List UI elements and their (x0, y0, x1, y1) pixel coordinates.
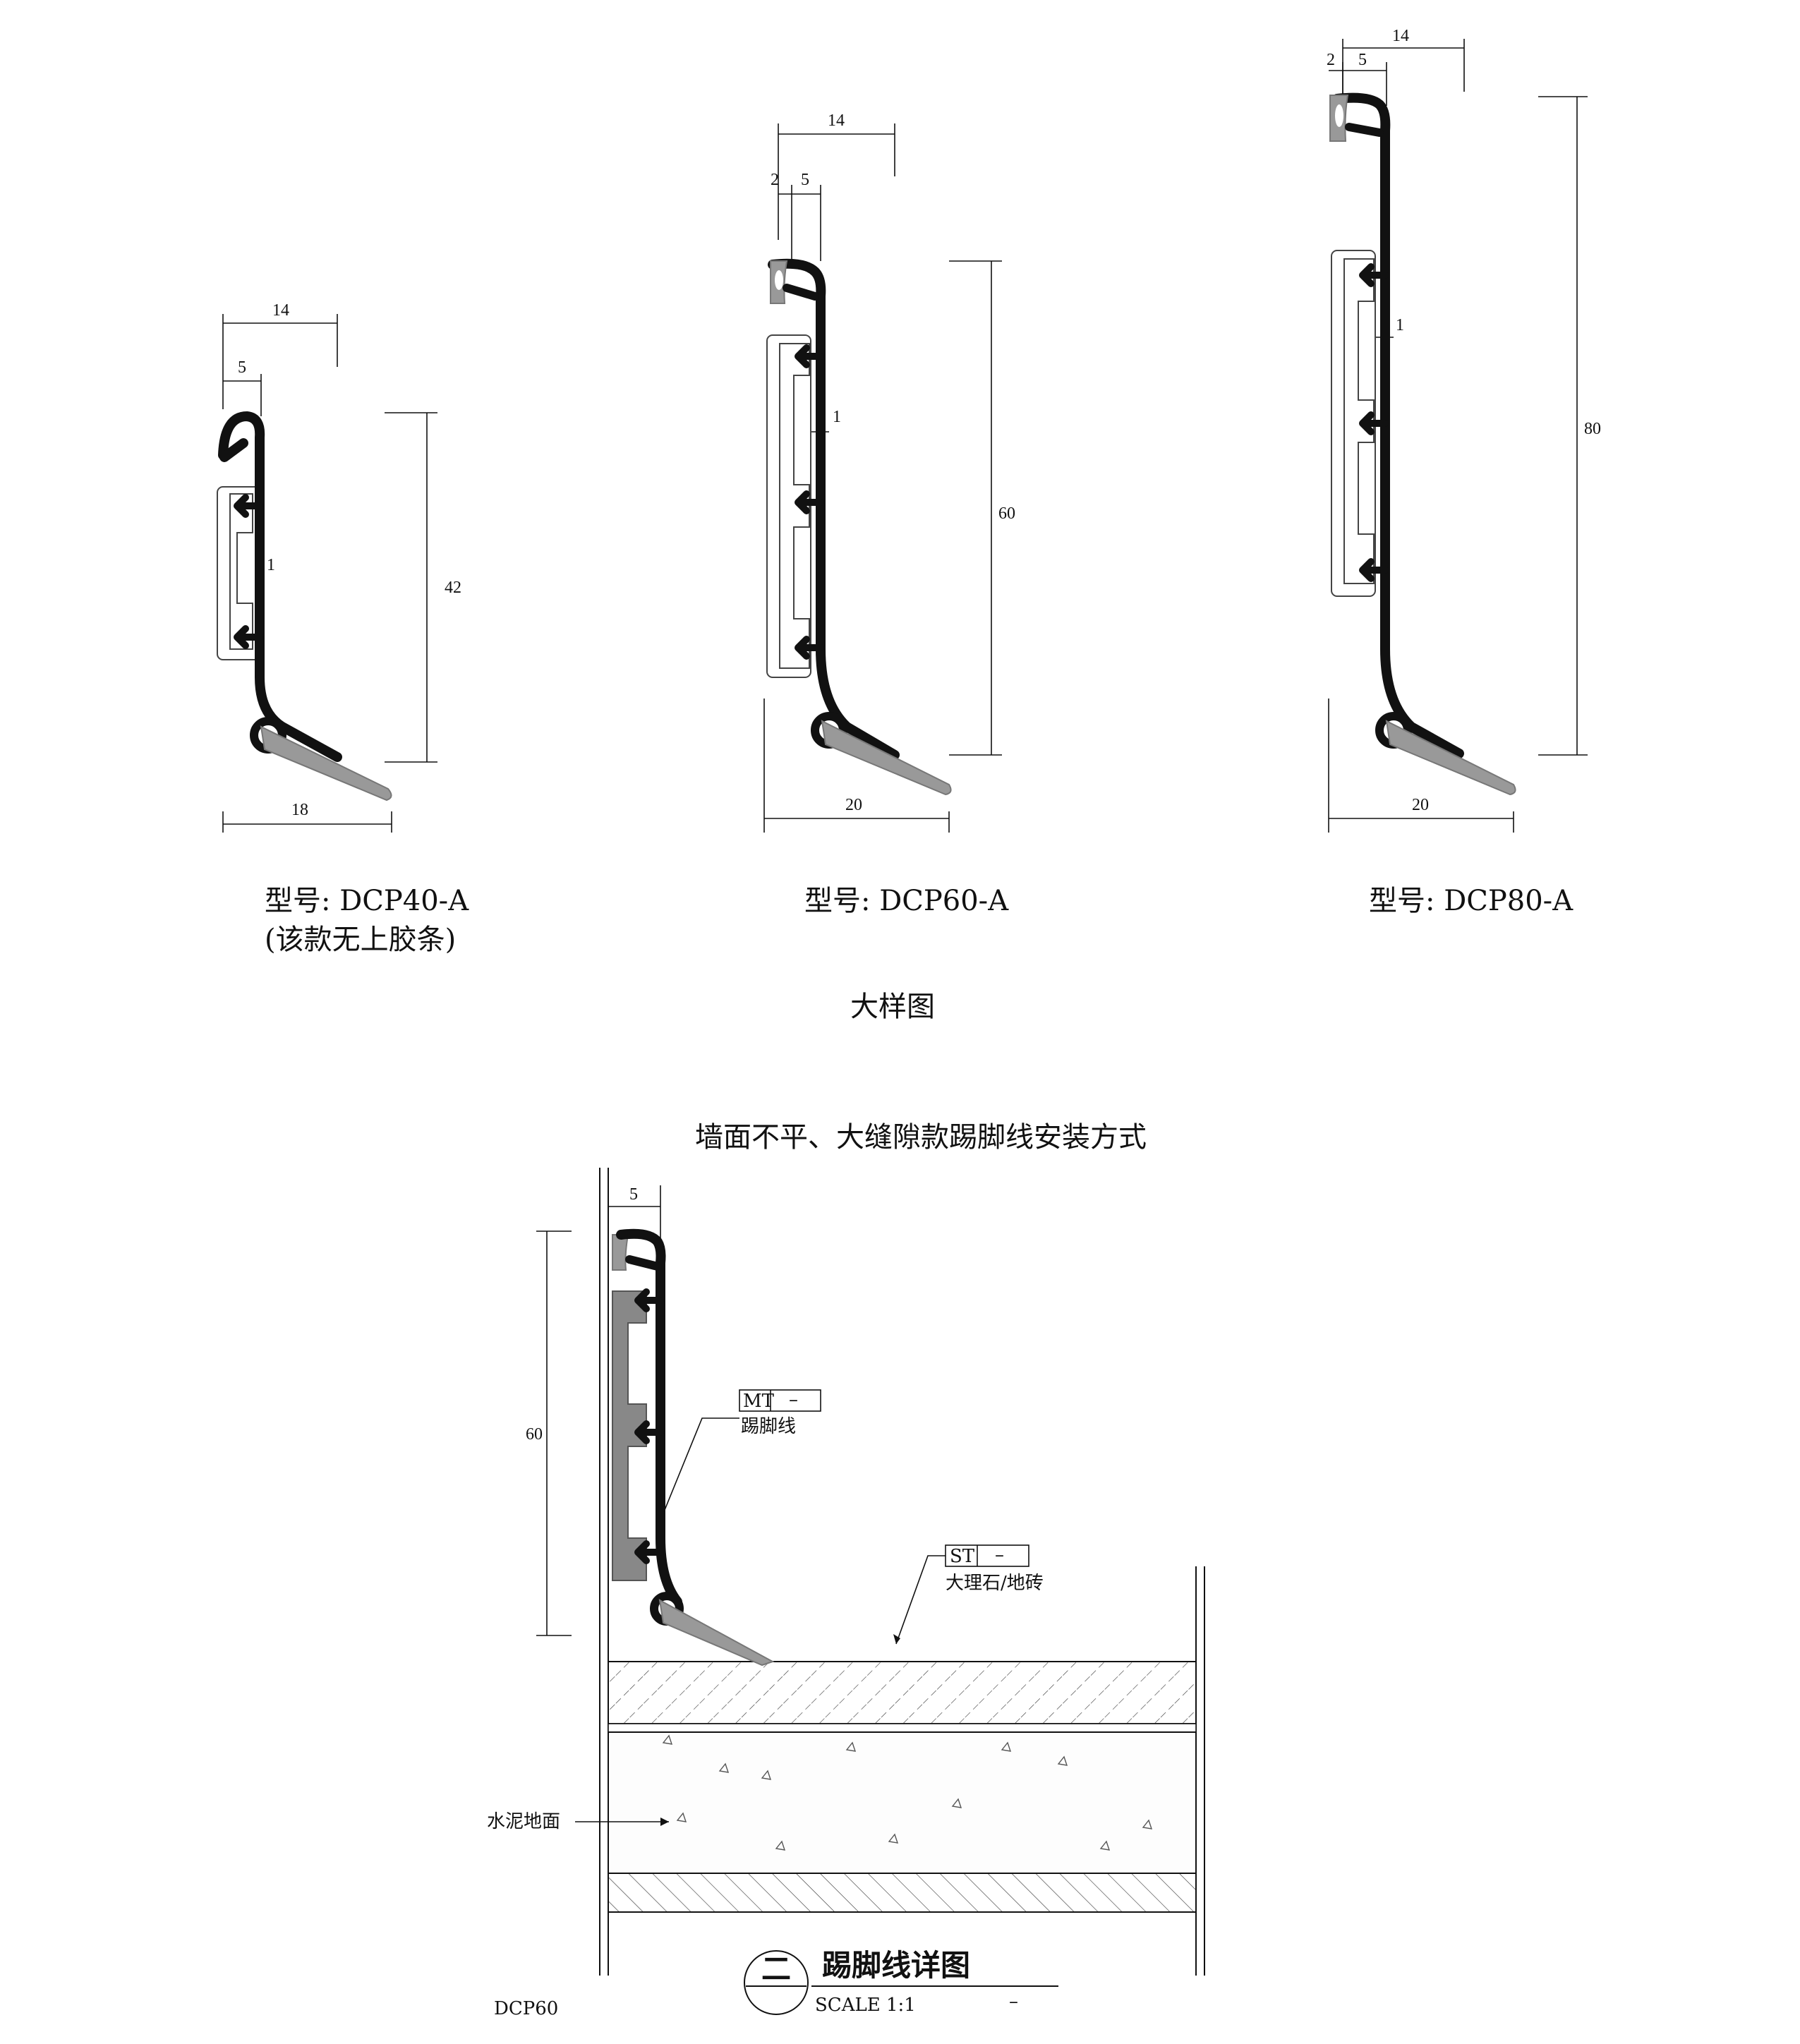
dim-b: 5 (1358, 51, 1367, 69)
dim-top: 14 (828, 111, 845, 130)
dim-gap: 1 (833, 408, 841, 426)
title-number: 二 (761, 1952, 791, 1986)
title-dash: – (1009, 1991, 1018, 2012)
tag-mt-label: 踢脚线 (741, 1416, 796, 1437)
detail-caption: 大样图 (850, 991, 935, 1023)
tag-st-value: – (995, 1544, 1004, 1566)
dim-gap: 1 (1396, 316, 1404, 334)
dim-top: 14 (1392, 27, 1409, 45)
dim-b: 5 (801, 171, 809, 189)
tag-mt-box (739, 1389, 821, 1412)
dim-inner: 5 (238, 358, 246, 377)
dim-top: 14 (272, 301, 289, 320)
dim-a: 2 (771, 171, 779, 189)
dim-height: 60 (998, 504, 1015, 523)
caption-dcp60: 型号: DCP60-A (804, 885, 1009, 917)
title-text: 踢脚线详图 (822, 1948, 970, 1983)
section-dim-height: 60 (526, 1425, 543, 1444)
section-detail: 5 60 MT – 踢脚线 ST – 大理石/地砖 水泥地面 DCP60 (487, 1168, 1205, 2019)
section-model-label: DCP60 (494, 1998, 558, 2019)
caption-dcp80: 型号: DCP80-A (1369, 885, 1574, 917)
dim-gap: 1 (267, 556, 275, 574)
dim-base: 20 (1412, 796, 1429, 814)
tag-st-label: 大理石/地砖 (946, 1573, 1044, 1594)
dim-height: 80 (1584, 420, 1601, 438)
note-dcp40: (该款无上胶条) (265, 924, 456, 956)
dim-base: 18 (291, 801, 308, 819)
tag-mt-code: MT (743, 1391, 775, 1412)
cement-label: 水泥地面 (487, 1811, 560, 1832)
install-title: 墙面不平、大缝隙款踢脚线安装方式 (695, 1121, 1147, 1154)
tag-st-box (945, 1544, 1029, 1567)
dim-base: 20 (845, 796, 862, 814)
profile-dcp40: 14 5 42 18 1 (217, 301, 461, 833)
section-dim-top: 5 (629, 1185, 638, 1204)
profile-dcp60: 14 2 5 60 20 1 (763, 111, 1015, 833)
title-scale: SCALE 1:1 (815, 1995, 916, 2016)
profile-dcp80: 14 2 5 80 20 1 (1327, 27, 1601, 833)
caption-dcp40: 型号: DCP40-A (265, 885, 469, 917)
title-block: 二 踢脚线详图 SCALE 1:1 – (744, 1948, 1058, 2016)
dim-a: 2 (1327, 51, 1335, 69)
dim-height: 42 (445, 579, 461, 597)
tag-st-code: ST (950, 1546, 975, 1567)
tag-mt-value: – (789, 1389, 798, 1410)
